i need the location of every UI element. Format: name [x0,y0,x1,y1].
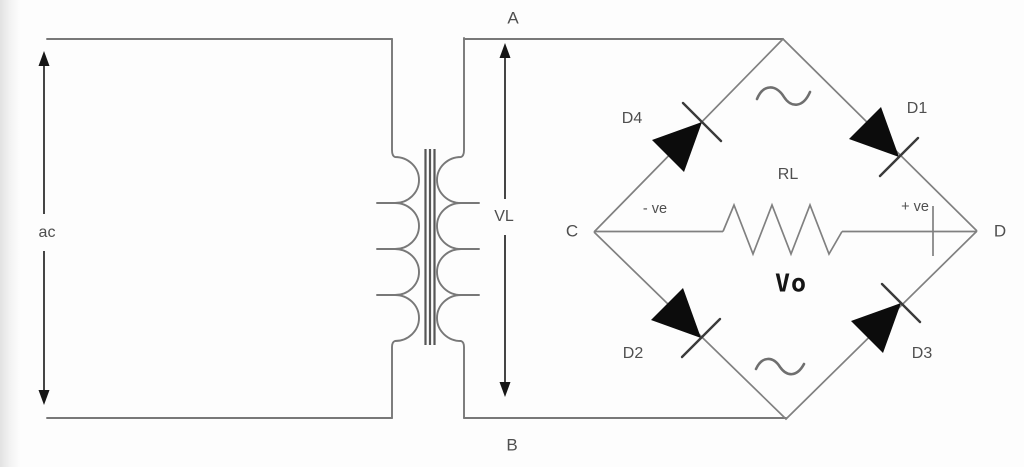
secondary-circuit-wires [463,38,787,419]
label-diode-d3: D3 [911,345,933,362]
transformer-core [424,149,436,345]
diode-d1-symbol [849,107,920,178]
transformer-secondary-winding [436,37,480,419]
load-branch [594,202,977,257]
label-diode-d4: D4 [621,110,643,127]
label-load-resistor: RL [777,166,799,183]
bridge-diamond [593,37,978,421]
load-resistor-symbol [722,202,843,257]
diode-d3-symbol [851,282,922,353]
transformer-primary-winding [376,38,420,419]
transformer [376,37,480,419]
primary-circuit-wires [46,38,393,419]
label-diode-d1: D1 [906,100,928,117]
label-terminal-d: D [993,221,1007,241]
ac-wave-top-icon [755,86,812,106]
label-output-voltage: Vo [774,268,808,298]
diode-d2-symbol [651,288,722,359]
label-negative-terminal: - ve [642,200,668,217]
diode-d4-symbol [652,101,723,172]
label-terminal-c: C [565,221,579,241]
label-terminal-b: B [506,435,518,455]
vl-arrow-icon [499,43,511,397]
label-positive-terminal: + ve [901,198,929,215]
label-terminal-a: A [507,8,519,28]
ac-wave-bottom-icon [754,357,806,376]
ac-source-arrow-icon [38,51,50,405]
label-ac-source: ac [38,224,56,241]
label-diode-d2: D2 [622,345,644,362]
label-secondary-voltage: VL [494,208,514,225]
